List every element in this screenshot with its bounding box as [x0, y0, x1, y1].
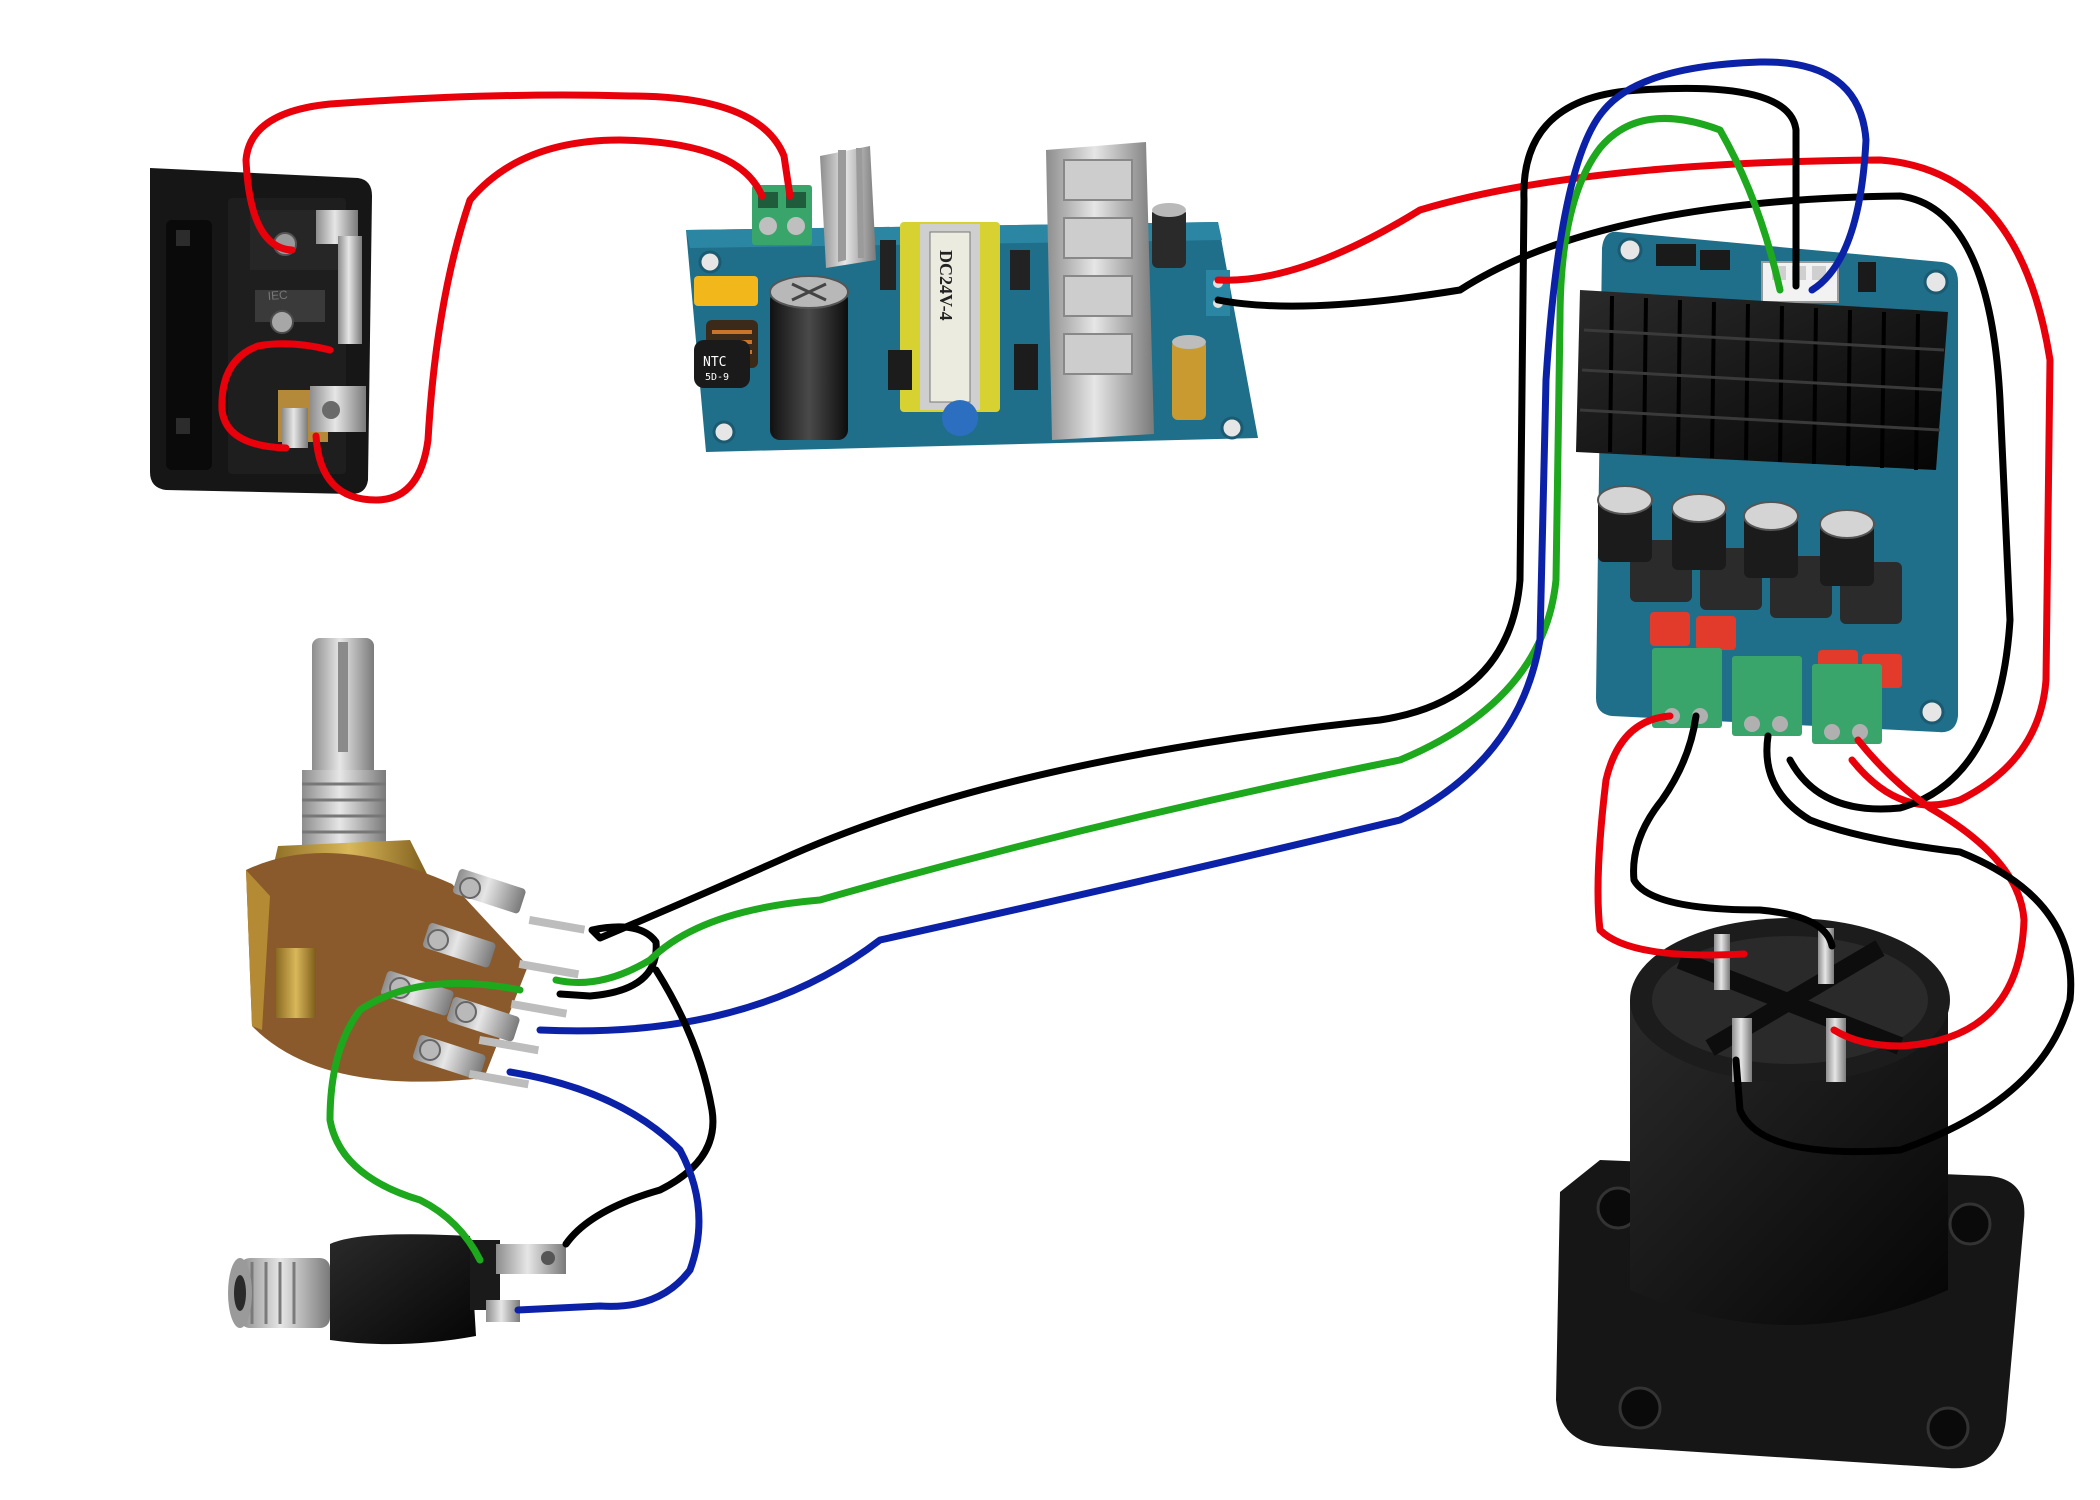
speakon-connector-icon	[1556, 918, 2025, 1469]
iec-power-inlet-switch-icon: IEC	[150, 168, 372, 494]
switching-power-supply-icon: NTC 5D-9 DC24V-4	[686, 142, 1258, 452]
speaker-negative-wire-1	[1630, 712, 1836, 950]
audio-jack-icon	[228, 1234, 566, 1345]
jack-right-wire	[506, 1068, 703, 1314]
signal-ground-wire	[556, 84, 1800, 1000]
speaker-positive-wire-2	[1830, 736, 2028, 1050]
thermistor-code: 5D-9	[705, 372, 729, 383]
dual-potentiometer-icon	[246, 638, 586, 1089]
dc-positive-wire	[1214, 156, 2054, 809]
signal-right-wire	[536, 58, 1870, 1035]
signal-left-wire	[552, 115, 1784, 986]
speaker-positive-wire-1	[1594, 712, 1748, 959]
transformer-marking: DC24V-4	[936, 250, 956, 321]
jack-left-wire	[326, 979, 524, 1264]
svg-text:IEC: IEC	[267, 288, 288, 303]
jack-ground-wire	[562, 966, 717, 1248]
ac-wire-inlet-jumper	[218, 340, 334, 452]
amplifier-board-icon	[1576, 231, 1958, 744]
speaker-negative-wire-2	[1732, 732, 2075, 1156]
ac-wire-inlet-to-psu-b	[312, 136, 766, 504]
ac-wire-inlet-to-psu-a	[242, 91, 794, 254]
thermistor-marking: NTC	[703, 355, 726, 370]
dc-negative-wire	[1214, 192, 2014, 813]
